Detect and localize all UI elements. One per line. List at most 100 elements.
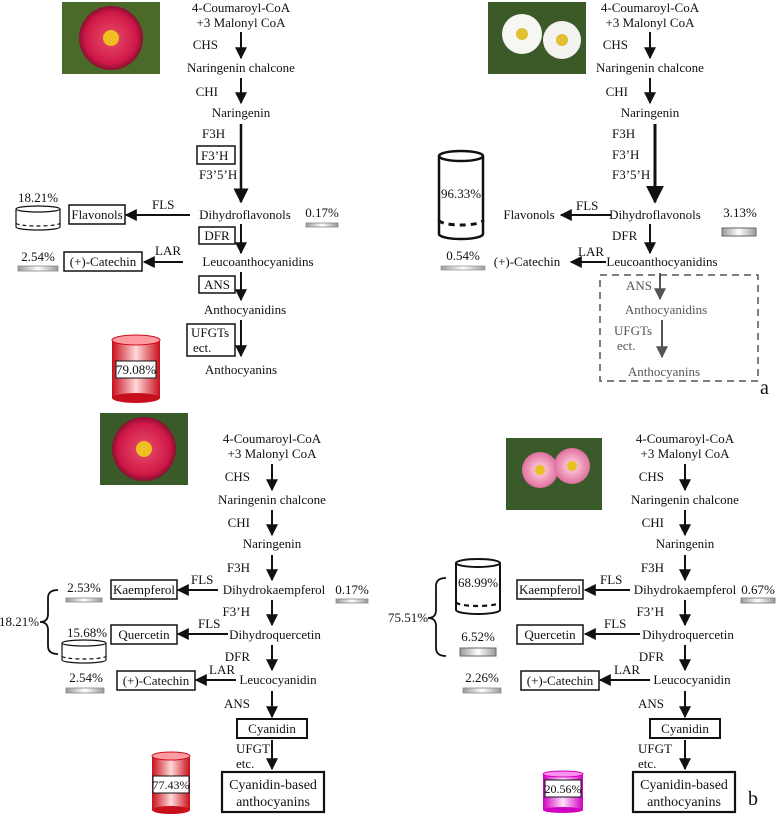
naringenin-chalcone: Naringenin chalcone <box>218 492 326 507</box>
naringenin-chalcone: Naringenin chalcone <box>187 60 295 75</box>
pct-catechin: 2.26% <box>465 670 499 685</box>
cyanidin-box <box>236 718 308 739</box>
f3h-label: F3H <box>227 560 250 575</box>
pct-kaempferol: 2.53% <box>67 580 101 595</box>
pct-dihydrokaempferol: 0.67% <box>741 582 775 597</box>
cylinder-flavonols <box>437 149 485 241</box>
lar-label: LAR <box>155 243 181 258</box>
kaempferol: Kaempferol <box>113 582 175 597</box>
white-flower-photo <box>488 2 586 74</box>
bar-dihydroflavonols <box>721 227 757 237</box>
kaempferol-box <box>110 579 178 600</box>
dfr-label: DFR <box>225 649 251 664</box>
cyanidin-box <box>649 718 721 739</box>
chi-label: CHI <box>196 84 218 99</box>
flavonols: Flavonols <box>503 207 554 222</box>
pct-anthocyanins: 79.08% <box>116 362 156 377</box>
flavonols: Flavonols <box>71 207 122 222</box>
f3h-label: F3H <box>202 126 225 141</box>
fls-label: FLS <box>152 197 174 212</box>
f3ph-box <box>196 145 236 165</box>
pct-flavonols-total: 75.51% <box>388 610 428 625</box>
cylinder-anthocyanins <box>111 334 161 403</box>
naringenin: Naringenin <box>621 105 680 120</box>
lar-label: LAR <box>209 662 235 677</box>
anthocyanidins: Anthocyanidins <box>625 302 707 317</box>
product-box <box>220 770 326 814</box>
ect-label: ect. <box>617 338 635 353</box>
product-line-1: Cyanidin-based <box>229 778 317 793</box>
flavonols-box <box>68 204 126 225</box>
pct-product: 20.56% <box>545 782 582 796</box>
cyanidin: Cyanidin <box>248 721 296 736</box>
catechin-box <box>116 670 196 691</box>
pct-quercetin: 15.68% <box>67 625 107 640</box>
catechin: (+)-Catechin <box>70 254 137 269</box>
quercetin-box <box>110 624 178 645</box>
fls-label-1: FLS <box>600 572 622 587</box>
brace-flavonols <box>39 589 59 655</box>
product-line-2: anthocyanins <box>647 795 721 810</box>
naringenin-chalcone: Naringenin chalcone <box>631 492 739 507</box>
pct-catechin: 2.54% <box>21 249 55 264</box>
chs-label: CHS <box>603 37 628 52</box>
start-substrate: 4-Coumaroyl-CoA <box>636 431 735 446</box>
chi-label: CHI <box>606 84 628 99</box>
ect-label: ect. <box>193 340 211 355</box>
leucoanthocyanidins: Leucoanthocyanidins <box>606 254 717 269</box>
red-flower-photo <box>100 413 188 485</box>
dihydrokaempferol: Dihydrokaempferol <box>223 582 326 597</box>
quercetin: Quercetin <box>524 627 576 642</box>
f35h-label: F3’5’H <box>199 167 237 182</box>
dihydrokaempferol: Dihydrokaempferol <box>634 582 737 597</box>
catechin-box <box>63 251 143 272</box>
bar-catechin <box>440 265 486 271</box>
start-substrate-2: +3 Malonyl CoA <box>641 446 731 461</box>
cylinder-quercetin <box>61 639 107 664</box>
etc-label: etc. <box>638 756 656 771</box>
start-substrate: 4-Coumaroyl-CoA <box>223 431 322 446</box>
start-substrate: 4-Coumaroyl-CoA <box>192 0 291 15</box>
dihydroquercetin: Dihydroquercetin <box>229 627 321 642</box>
kaempferol: Kaempferol <box>519 582 581 597</box>
dfr-box <box>198 226 236 245</box>
ufgts-label: UFGTs <box>191 325 229 340</box>
f3ph-label: F3’H <box>201 148 228 163</box>
panel-b-right: 4-Coumaroyl-CoA +3 Malonyl CoA CHS Narin… <box>388 431 776 814</box>
leucocyanidin: Leucocyanidin <box>239 672 317 687</box>
start-substrate-2: +3 Malonyl CoA <box>197 15 287 30</box>
bar-dihydroflavonols <box>305 222 339 228</box>
chs-label: CHS <box>639 469 664 484</box>
dihydroflavonols: Dihydroflavonols <box>609 207 701 222</box>
quercetin: Quercetin <box>118 627 170 642</box>
cyanidin: Cyanidin <box>661 721 709 736</box>
bar-kaempferol <box>65 597 103 603</box>
brace-flavonols <box>427 577 447 657</box>
bar-catechin <box>17 265 59 272</box>
panel-a-right: 4-Coumaroyl-CoA +3 Malonyl CoA CHS Narin… <box>437 0 769 399</box>
ufgts-box <box>186 323 236 357</box>
bar-catechin <box>65 687 105 694</box>
pct-dihydrokaempferol: 0.17% <box>335 582 369 597</box>
lar-label: LAR <box>578 244 604 259</box>
pink-flower-photo <box>506 438 602 510</box>
f3h-label: F3H <box>612 126 635 141</box>
dfr-label: DFR <box>612 228 638 243</box>
ufgt-label: UFGT <box>638 741 672 756</box>
pct-quercetin: 6.52% <box>461 629 495 644</box>
pct-flavonols-total: 18.21% <box>0 614 39 629</box>
anthocyanidins: Anthocyanidins <box>204 302 286 317</box>
ans-label: ANS <box>638 696 664 711</box>
bar-catechin <box>462 687 502 694</box>
cylinder-product <box>151 751 191 814</box>
chi-label: CHI <box>228 515 250 530</box>
fls-label: FLS <box>576 198 598 213</box>
kaempferol-box <box>516 579 584 600</box>
bar-dihydrokaempferol <box>335 598 369 604</box>
red-flower-photo <box>62 2 160 74</box>
panel-label-b: b <box>748 788 758 810</box>
f3ph-label: F3’H <box>612 147 639 162</box>
product-box <box>631 770 737 814</box>
chi-label: CHI <box>642 515 664 530</box>
